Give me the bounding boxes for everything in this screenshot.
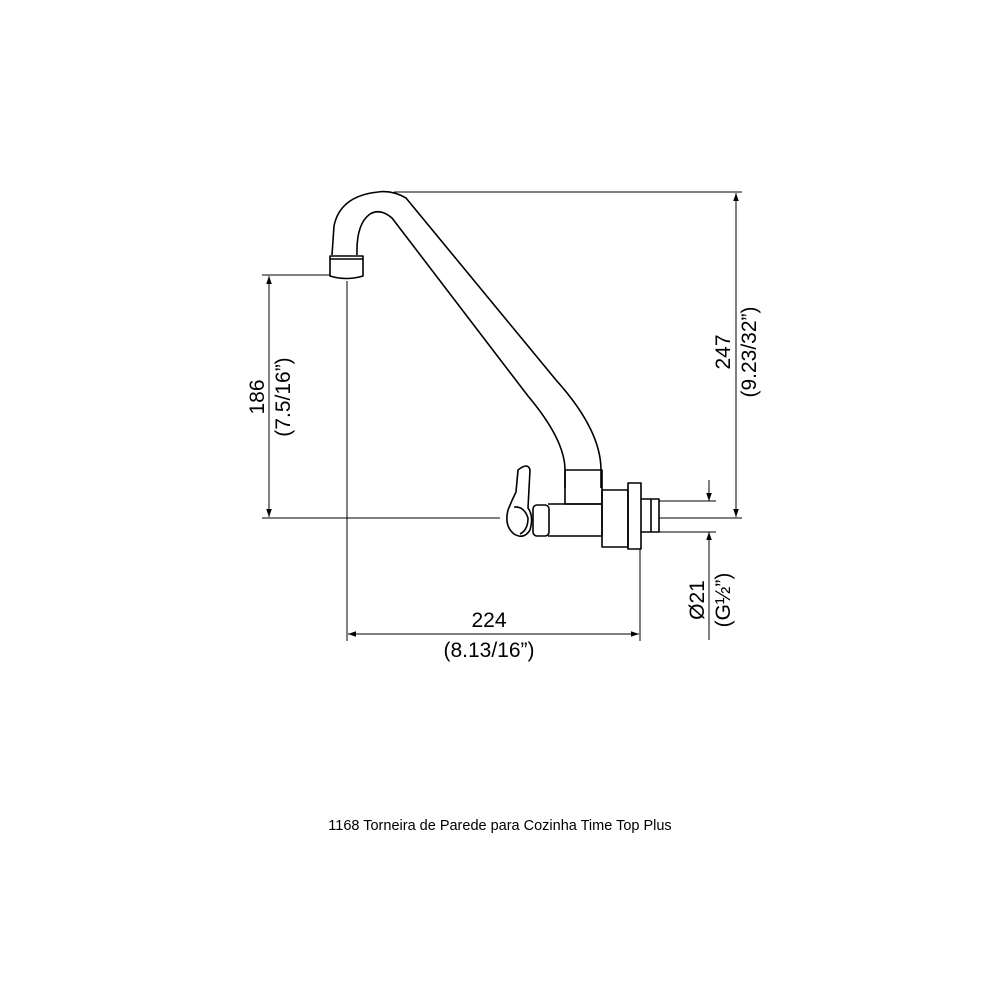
dim-value-186: 186 [246,379,269,414]
aerator [329,255,364,280]
dim-thread-21: (G½”) [712,573,735,628]
dim-inches-247: (9.23/32”) [738,306,761,397]
dimension-lines [262,191,742,641]
dim-inches-224: (8.13/16”) [443,639,534,662]
connection-stub [641,498,660,533]
lever-hub [513,506,529,535]
dim-label-247: 247 (9.23/32”) [712,306,761,397]
lever-handle [506,465,533,538]
dim-value-247: 247 [712,334,735,369]
spout-tube [331,190,602,488]
dim-label-186: 186 (7.5/16”) [246,357,295,436]
dim-label-224: 224 (8.13/16”) [443,609,534,662]
dim-label-21: Ø21 (G½”) [686,573,735,628]
valve-bonnet [532,504,550,537]
dim-value-21: Ø21 [686,580,709,620]
dim-value-224: 224 [471,609,506,632]
drawing-caption: 1168 Torneira de Parede para Cozinha Tim… [328,818,672,834]
wall-flange [627,482,642,550]
valve-body-right [601,489,629,548]
faucet-outline [329,190,660,550]
spout-collar [564,469,603,505]
dim-inches-186: (7.5/16”) [272,357,295,436]
valve-body [548,503,603,537]
